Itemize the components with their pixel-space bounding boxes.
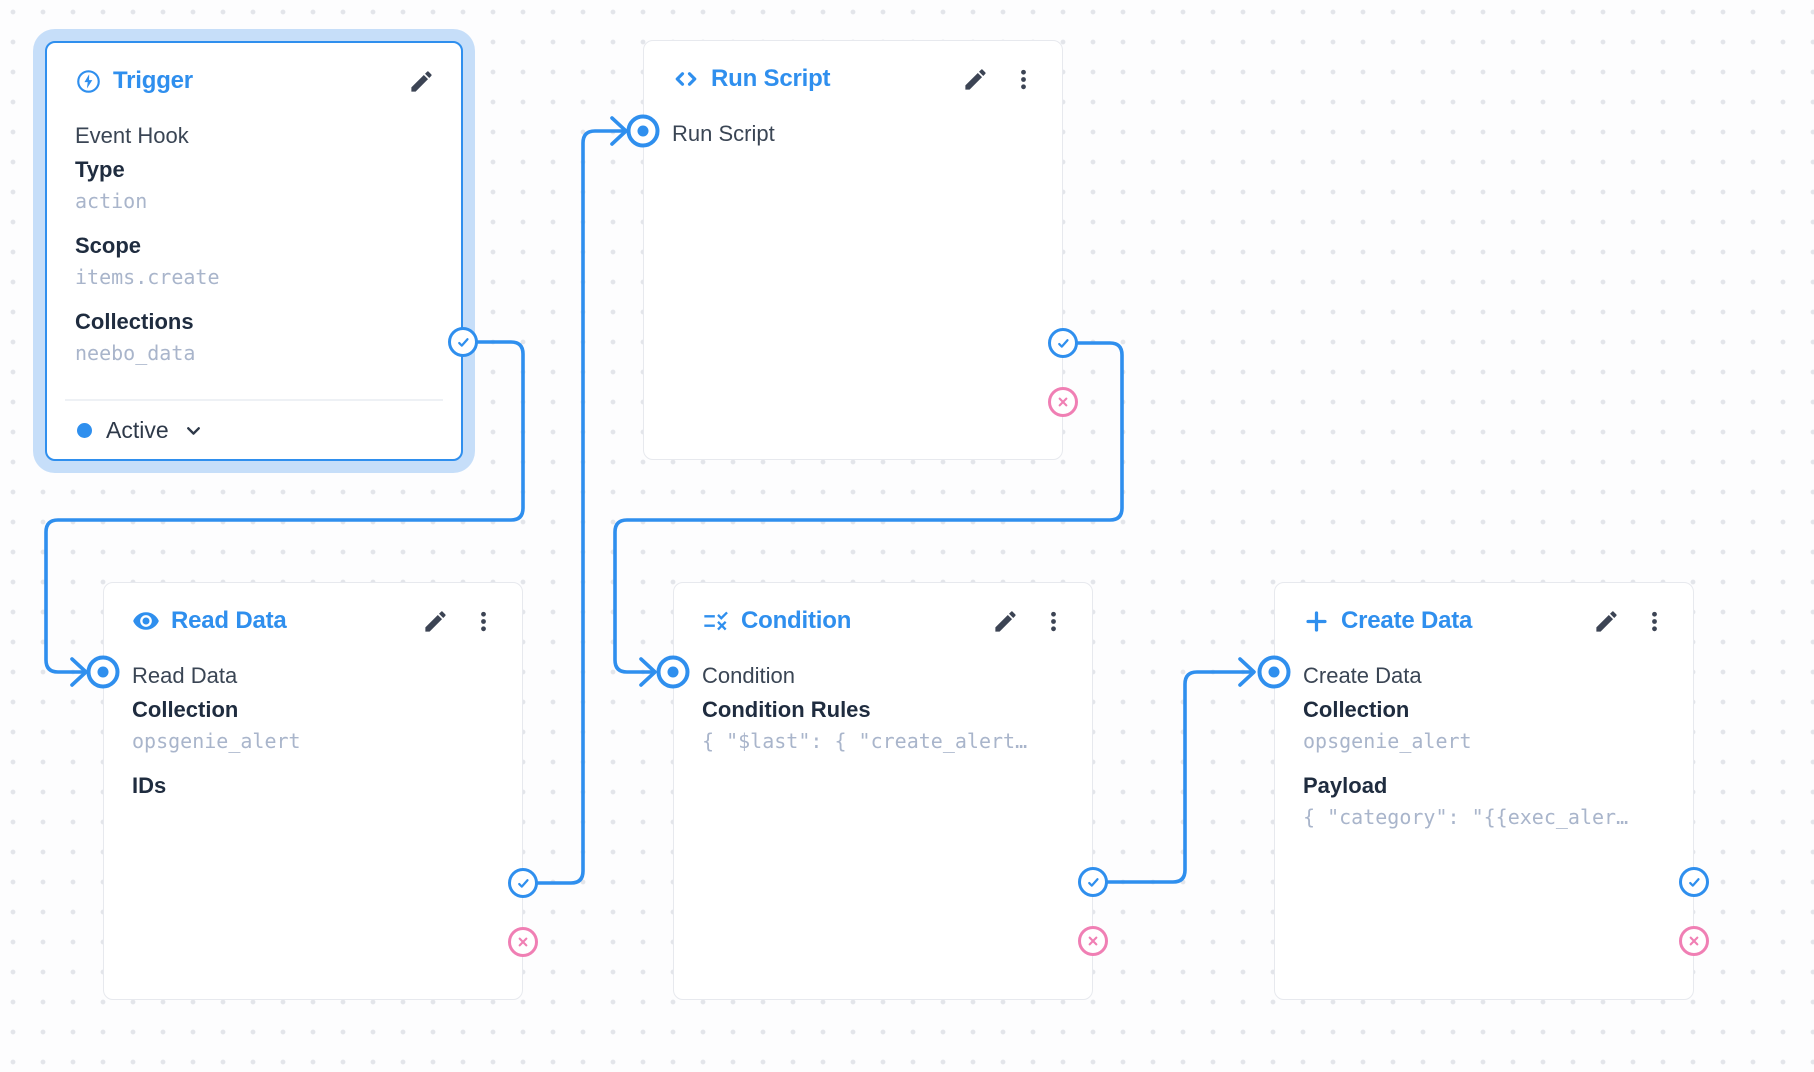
code-icon [672, 65, 700, 93]
reject-port-read-data[interactable] [508, 927, 538, 957]
connector-read-data-to-run-script [535, 116, 628, 885]
connector-condition-to-create-data [1105, 657, 1256, 884]
node-create-data[interactable]: Create Data Create Data Collection opsge… [1274, 582, 1694, 1000]
check-icon [1688, 877, 1700, 887]
node-trigger[interactable]: Trigger Event Hook Type action Scope ite… [45, 41, 463, 461]
node-title: Condition [741, 607, 852, 634]
edit-icon[interactable] [408, 68, 435, 95]
edit-icon[interactable] [422, 608, 449, 635]
resolve-port-create-data[interactable] [1679, 867, 1709, 897]
check-icon [517, 878, 529, 888]
resolve-port-trigger[interactable] [448, 327, 478, 357]
field-value: { "$last": { "create_alert… [702, 729, 1028, 753]
x-icon [1689, 936, 1699, 946]
kebab-menu-icon[interactable] [1041, 609, 1066, 634]
resolve-port-read-data[interactable] [508, 868, 538, 898]
kebab-menu-icon[interactable] [471, 609, 496, 634]
node-input-label: Create Data [1303, 663, 1422, 688]
resolve-port-condition[interactable] [1078, 867, 1108, 897]
connector-run-script-to-condition [613, 341, 1124, 687]
field-label: Collections [75, 309, 194, 334]
resolve-port-run-script[interactable] [1048, 328, 1078, 358]
field-value: opsgenie_alert [1303, 729, 1472, 753]
plus-icon [1303, 608, 1330, 635]
status-label: Active [106, 416, 169, 443]
x-icon [518, 937, 528, 947]
field-label: IDs [132, 773, 167, 798]
edit-icon[interactable] [962, 66, 989, 93]
field-label: Scope [75, 233, 142, 258]
kebab-menu-icon[interactable] [1011, 67, 1036, 92]
field-label: Type [75, 157, 125, 182]
field-value: neebo_data [75, 341, 196, 365]
reject-port-condition[interactable] [1078, 926, 1108, 956]
node-condition[interactable]: Condition Condition Condition Rules { "$… [673, 582, 1093, 1000]
field-label: Collection [1303, 697, 1410, 722]
field-value: items.create [75, 265, 220, 289]
node-input-label: Condition [702, 663, 795, 688]
reject-port-run-script[interactable] [1048, 387, 1078, 417]
node-title: Create Data [1341, 607, 1473, 634]
field-label: Collection [132, 697, 239, 722]
kebab-menu-icon[interactable] [1642, 609, 1667, 634]
status-dot-icon [77, 422, 92, 438]
check-icon [1057, 338, 1069, 348]
field-label: Payload [1303, 773, 1388, 798]
field-value: { "category": "{{exec_aler… [1303, 805, 1629, 829]
node-read-data[interactable]: Read Data Read Data Collection opsgenie_… [103, 582, 523, 1000]
edit-icon[interactable] [992, 608, 1019, 635]
x-icon [1088, 936, 1098, 946]
reject-port-create-data[interactable] [1679, 926, 1709, 956]
field-label: Condition Rules [702, 697, 871, 722]
status-dropdown[interactable]: Active [65, 399, 443, 459]
trigger-type-label: Event Hook [75, 123, 189, 148]
input-port-run-script[interactable] [626, 114, 660, 148]
x-icon [1058, 397, 1068, 407]
edit-icon[interactable] [1593, 608, 1620, 635]
field-value: opsgenie_alert [132, 729, 301, 753]
node-title: Read Data [171, 607, 287, 634]
node-title: Run Script [711, 65, 831, 92]
chevron-down-icon [183, 420, 204, 441]
node-input-label: Read Data [132, 663, 238, 688]
eye-icon [132, 607, 160, 635]
input-port-create-data[interactable] [1257, 655, 1291, 689]
check-icon [1087, 877, 1099, 887]
node-title: Trigger [113, 67, 193, 94]
field-value: action [75, 189, 148, 213]
node-run-script[interactable]: Run Script Run Script [643, 40, 1063, 460]
rule-icon [702, 607, 730, 635]
input-port-condition[interactable] [656, 655, 690, 689]
bolt-icon [75, 68, 102, 95]
check-icon [457, 337, 469, 347]
node-input-label: Run Script [672, 121, 775, 146]
input-port-read-data[interactable] [86, 655, 120, 689]
